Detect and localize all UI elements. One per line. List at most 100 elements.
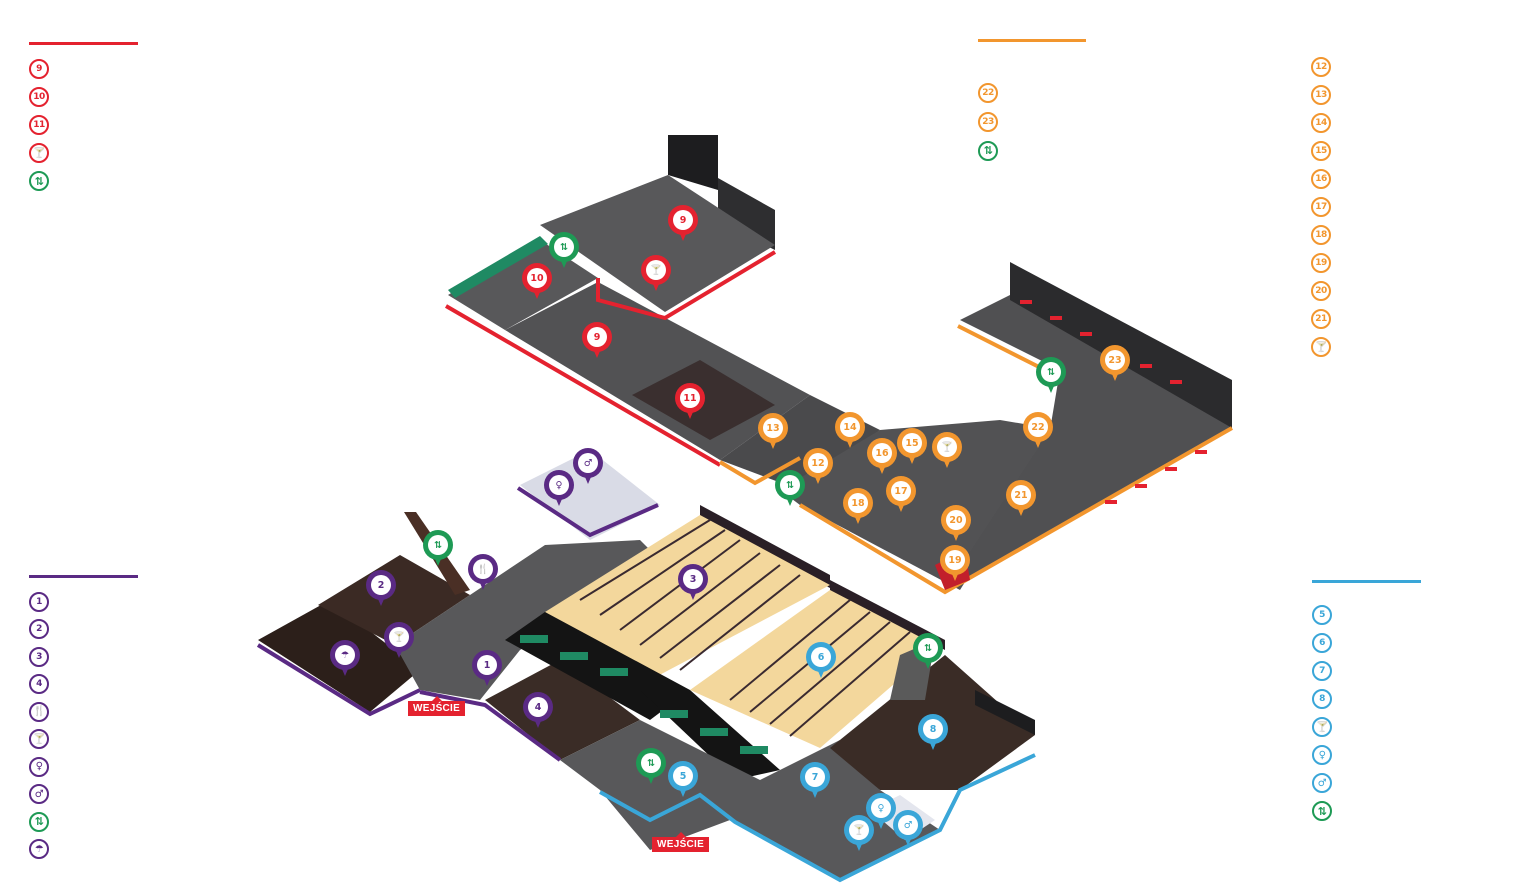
pin-11[interactable]: 11 [675, 383, 705, 421]
legend-rule-orange [978, 39, 1086, 42]
pin-bar-orange[interactable]: 🍸 [932, 432, 962, 470]
legend-number-badge: 14 [1311, 113, 1331, 133]
pin-stairs-blue-a[interactable]: ⇅ [913, 633, 943, 671]
pin-head: 20 [941, 505, 971, 535]
cocktail-icon: 🍸 [1312, 717, 1332, 737]
zone-purple-floor [256, 450, 660, 762]
pin-3[interactable]: 3 [678, 564, 708, 602]
pin-10[interactable]: 10 [522, 263, 552, 301]
zone-red-floor [444, 135, 810, 467]
pin-bar-purple[interactable]: 🍸 [384, 622, 414, 660]
pin-17[interactable]: 17 [886, 476, 916, 514]
entrance-label-west[interactable]: WEJŚCIE [408, 696, 466, 716]
pin-head: 4 [523, 692, 553, 722]
pin-9-upper[interactable]: 9 [668, 205, 698, 243]
pin-16[interactable]: 16 [867, 438, 897, 476]
womens-restroom-icon: ♀ [1312, 745, 1332, 765]
legend-number-badge: 9 [29, 59, 49, 79]
entrance-label-south[interactable]: WEJŚCIE [652, 832, 710, 852]
pin-terrace[interactable]: ☂ [330, 640, 360, 678]
pin-head: 7 [800, 762, 830, 792]
pin-1[interactable]: 1 [472, 650, 502, 688]
pin-5[interactable]: 5 [668, 761, 698, 799]
stairs-icon: ⇅ [1312, 801, 1332, 821]
stairs-icon: ⇅ [978, 140, 998, 161]
pin-mens-purple[interactable]: ♂ [573, 448, 603, 486]
pin-womens-blue[interactable]: ♀ [866, 793, 896, 831]
pin-label: ⇅ [780, 475, 800, 495]
legend-number-badge: 6 [1312, 633, 1332, 653]
pin-21[interactable]: 21 [1006, 480, 1036, 518]
mens-restroom-icon: ♂ [29, 784, 49, 805]
pin-19[interactable]: 19 [940, 545, 970, 583]
pin-6[interactable]: 6 [806, 642, 836, 680]
pin-label: ⇅ [554, 237, 574, 257]
pin-label: 19 [945, 550, 965, 570]
pin-label: ♀ [549, 475, 569, 495]
pin-head: 17 [886, 476, 916, 506]
pin-head: 18 [843, 488, 873, 518]
pin-head: 11 [675, 383, 705, 413]
pin-20[interactable]: 20 [941, 505, 971, 543]
pin-23[interactable]: 23 [1100, 345, 1130, 383]
legend-item: 🍴 [29, 698, 138, 726]
pin-18[interactable]: 18 [843, 488, 873, 526]
pin-mens-blue[interactable]: ♂ [893, 810, 923, 848]
legend-number-badge: 4 [29, 674, 49, 695]
pin-12[interactable]: 12 [803, 448, 833, 486]
stairs-icon: ⇅ [29, 811, 49, 832]
pin-label: 18 [848, 493, 868, 513]
legend-item: 3 [29, 643, 138, 671]
legend-item: 🍸 [1311, 333, 1341, 361]
legend-item: 14 [1311, 109, 1341, 137]
pin-4[interactable]: 4 [523, 692, 553, 730]
pin-head: 10 [522, 263, 552, 293]
pin-head: 9 [582, 322, 612, 352]
pin-head: ☂ [330, 640, 360, 670]
legend-number-badge: 3 [29, 646, 49, 667]
legend-number-badge: 12 [1311, 57, 1331, 77]
pin-head: 6 [806, 642, 836, 672]
legend-item: ☂ [29, 836, 138, 864]
pin-stairs-orange-b[interactable]: ⇅ [1036, 357, 1066, 395]
pin-8[interactable]: 8 [918, 714, 948, 752]
pin-label: 9 [673, 210, 693, 230]
legend-number-badge: 15 [1311, 141, 1331, 161]
pin-15[interactable]: 15 [897, 428, 927, 466]
pin-label: 10 [527, 268, 547, 288]
pin-7[interactable]: 7 [800, 762, 830, 800]
legend-item: ♀ [29, 753, 138, 781]
pin-14[interactable]: 14 [835, 412, 865, 450]
pin-label: ⇅ [641, 753, 661, 773]
legend-item: ⇅ [29, 808, 138, 836]
pin-label: 🍸 [646, 260, 666, 280]
pin-bar-red[interactable]: 🍸 [641, 255, 671, 293]
pin-2[interactable]: 2 [366, 570, 396, 608]
pin-stairs-purple[interactable]: ⇅ [423, 530, 453, 568]
legend-rule-red [29, 42, 138, 45]
pin-womens-purple[interactable]: ♀ [544, 470, 574, 508]
pin-9-lower[interactable]: 9 [582, 322, 612, 360]
pin-label: 4 [528, 697, 548, 717]
pin-head: 9 [668, 205, 698, 235]
legend-item: 1 [29, 588, 138, 616]
pin-restaurant[interactable]: 🍴 [468, 554, 498, 592]
pin-label: 🍸 [937, 437, 957, 457]
legend-number-badge: 18 [1311, 225, 1331, 245]
legend-number-badge: 10 [29, 87, 49, 107]
pin-stairs-blue-b[interactable]: ⇅ [636, 748, 666, 786]
pin-22[interactable]: 22 [1023, 412, 1053, 450]
legend-number-badge: 21 [1311, 309, 1331, 329]
pin-stairs-red[interactable]: ⇅ [549, 232, 579, 270]
pin-head: ♀ [866, 793, 896, 823]
pin-stairs-orange-a[interactable]: ⇅ [775, 470, 805, 508]
pin-label: 12 [808, 453, 828, 473]
pin-bar-blue[interactable]: 🍸 [844, 815, 874, 853]
pin-label: 21 [1011, 485, 1031, 505]
pin-13[interactable]: 13 [758, 413, 788, 451]
pin-label: 1 [477, 655, 497, 675]
pin-label: ⇅ [428, 535, 448, 555]
legend-item: ⇅ [29, 167, 138, 195]
